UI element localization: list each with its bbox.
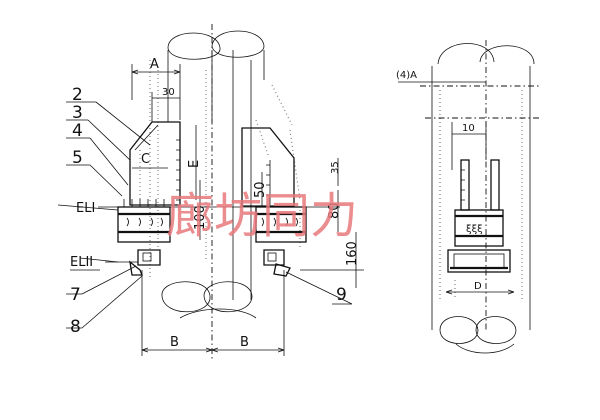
- callout-2: 2: [72, 85, 83, 105]
- left-clamp-inner: [142, 252, 152, 262]
- cylinder-top-left: [167, 32, 221, 60]
- right-clamp-inner: [267, 252, 277, 262]
- callout-9: 9: [336, 285, 347, 305]
- tie-marks-text: ξξξ: [466, 224, 483, 235]
- label-dim-160: 160: [345, 241, 360, 266]
- label-dim-b-right: B: [240, 335, 249, 350]
- label-dim-4a: (4)A: [396, 70, 417, 81]
- labels: A 30 C E 100 50 80 160 35 B B (4)A 10 D …: [70, 57, 482, 350]
- callout-5: 5: [72, 148, 83, 168]
- rod-left: [460, 159, 470, 211]
- label-dim-a: A: [150, 57, 159, 72]
- left-band-ticks: [123, 199, 165, 207]
- right-tie-marks: [261, 217, 298, 227]
- left-clamp: [137, 249, 161, 266]
- dim-d-arrows: [445, 289, 515, 295]
- label-dim-b-left: B: [170, 335, 179, 350]
- label-dim-e: E: [187, 160, 202, 168]
- cylinder-bottom-2: [203, 281, 253, 313]
- label-dim-d: D: [474, 281, 482, 292]
- rod-left-ticks: [461, 169, 465, 201]
- callout-7: 7: [70, 285, 81, 305]
- cylinder-top-right: [211, 30, 265, 58]
- label-dim-10: 10: [462, 123, 475, 134]
- left-formwork-inner: [134, 124, 159, 151]
- cylinder-bottom-3: [179, 308, 257, 319]
- base-plate-inner: [453, 253, 505, 269]
- right-clamp: [263, 249, 285, 266]
- left-tie-marks: [126, 217, 163, 227]
- cylinder-bottom: [161, 281, 211, 313]
- dim-a-arrows: [131, 69, 181, 75]
- callout-3: 3: [72, 103, 83, 123]
- right-view-texture: [439, 90, 523, 300]
- label-el-lower: ELII: [70, 255, 93, 270]
- label-dim-80: 80: [327, 202, 342, 219]
- label-dim-35: 35: [330, 161, 341, 174]
- concrete-texture-right: [139, 119, 301, 250]
- label-dim-100: 100: [193, 205, 208, 230]
- right-view: ξξξ: [398, 40, 540, 354]
- label-dim-c: C: [141, 152, 150, 167]
- clamp-block: [454, 209, 504, 247]
- label-el-upper: ELI: [76, 201, 95, 216]
- callout-underlines: [66, 101, 352, 329]
- left-view: [57, 24, 364, 360]
- left-ruler-ticks: [176, 139, 180, 201]
- rod-right: [490, 159, 500, 211]
- dim-b-arrows: [141, 347, 285, 353]
- callout-8: 8: [70, 317, 81, 337]
- watermark: 廊坊同力: [166, 188, 358, 244]
- right-ruler-ticks: [266, 164, 270, 196]
- right-formwork-panel: [241, 127, 295, 207]
- label-dim-50: 50: [253, 181, 268, 198]
- right-view-bottom-ellipses: [439, 316, 517, 354]
- right-clamp-wedge: [273, 263, 291, 277]
- callout-leaders: [57, 101, 353, 329]
- right-view-top-ellipse: [437, 43, 535, 65]
- callout-4: 4: [72, 121, 83, 141]
- label-dim-30: 30: [162, 87, 175, 98]
- base-plate: [447, 249, 511, 273]
